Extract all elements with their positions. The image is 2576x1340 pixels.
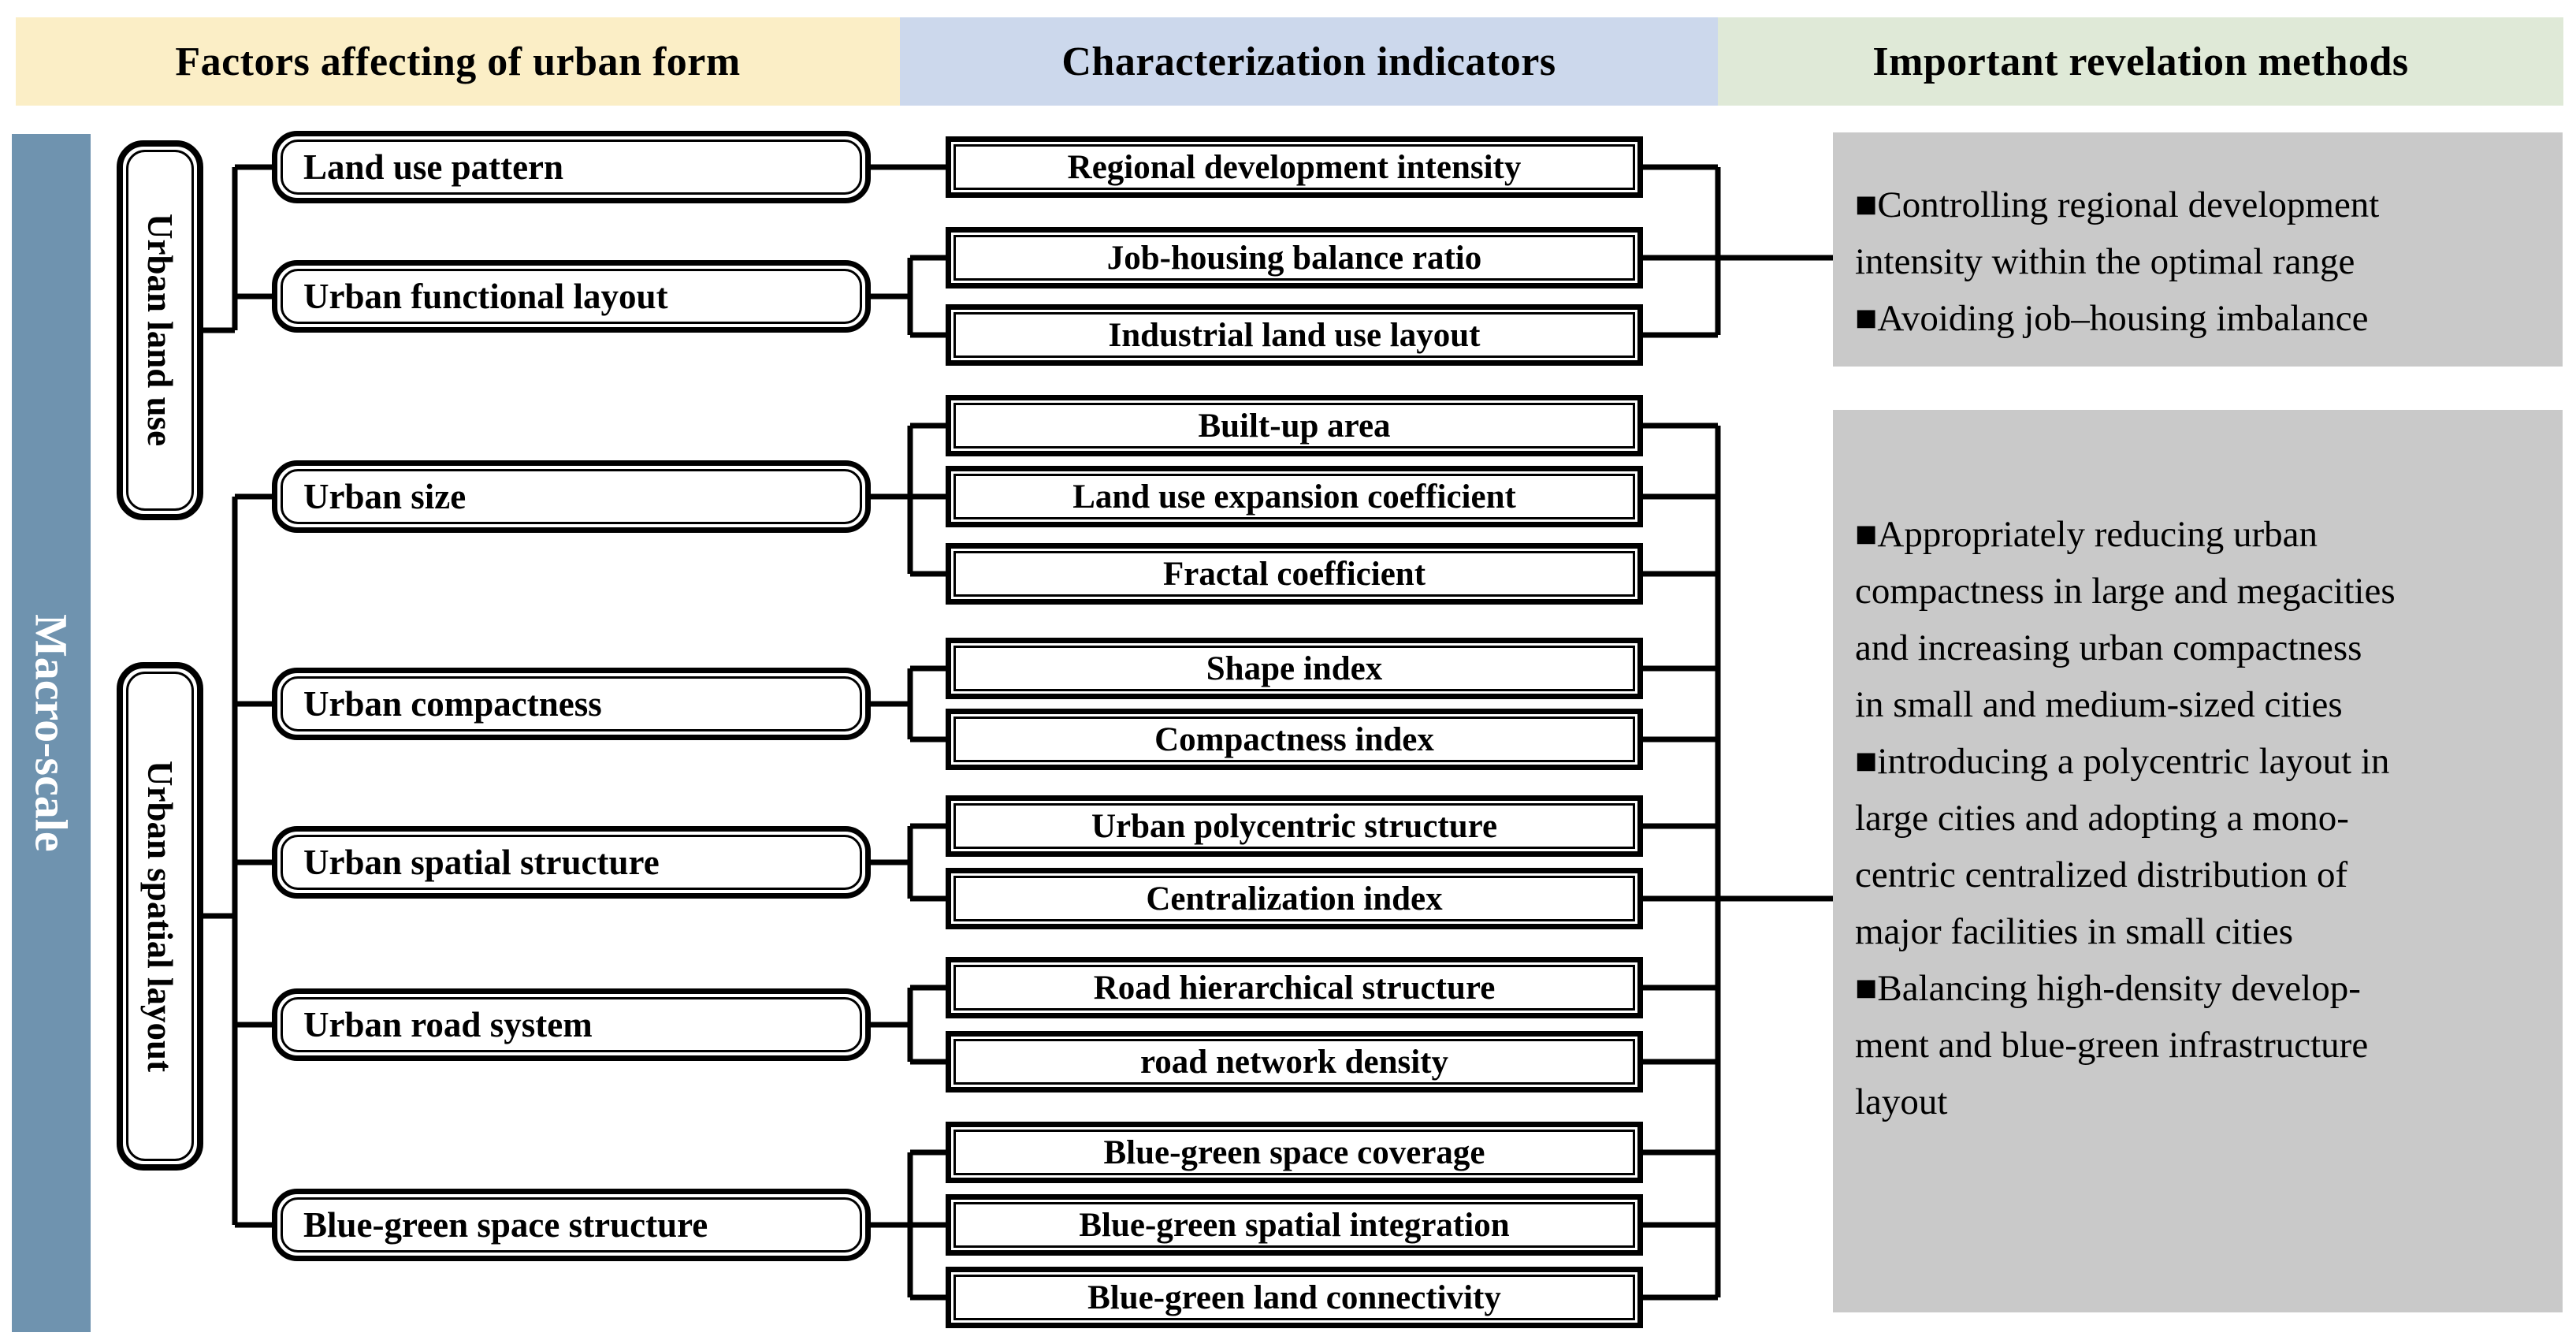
indicator-box-blue-green-space-coverage: Blue-green space coverage xyxy=(946,1122,1643,1183)
indicator-label: Fractal coefficient xyxy=(953,551,1635,597)
factor-label: Urban compactness xyxy=(281,676,862,731)
indicator-box-blue-green-land-connectivity: Blue-green land connectivity xyxy=(946,1267,1643,1328)
indicator-label: Land use expansion coefficient xyxy=(953,474,1635,519)
indicator-label: Compactness index xyxy=(953,717,1635,762)
indicator-box-shape-index: Shape index xyxy=(946,638,1643,699)
group-label: Urban spatial layout xyxy=(140,760,180,1073)
indicator-label: Road hierarchical structure xyxy=(953,965,1635,1011)
method-text-line: major facilities in small cities xyxy=(1855,911,2294,952)
indicator-box-industrial-land-use-layout: Industrial land use layout xyxy=(946,304,1643,366)
indicator-box-job-housing-balance-ratio: Job-housing balance ratio xyxy=(946,227,1643,288)
indicator-box-compactness-index: Compactness index xyxy=(946,709,1643,770)
factor-box-blue-green-space-structure: Blue-green space structure xyxy=(272,1189,871,1261)
indicator-label: Centralization index xyxy=(953,876,1635,921)
factor-label: Land use pattern xyxy=(281,140,862,195)
indicator-label: Urban polycentric structure xyxy=(953,803,1635,849)
indicator-box-urban-polycentric-structure: Urban polycentric structure xyxy=(946,795,1643,857)
indicator-box-land-use-expansion-coefficient: Land use expansion coefficient xyxy=(946,466,1643,527)
indicator-box-fractal-coefficient: Fractal coefficient xyxy=(946,543,1643,605)
factor-box-land-use-pattern: Land use pattern xyxy=(272,131,871,203)
factor-label: Urban spatial structure xyxy=(281,835,862,890)
indicator-box-centralization-index: Centralization index xyxy=(946,868,1643,929)
indicator-label: Job-housing balance ratio xyxy=(953,235,1635,281)
method-text-line: ■Controlling regional development xyxy=(1855,184,2380,225)
factor-box-urban-compactness: Urban compactness xyxy=(272,668,871,740)
method-text-line: ■Avoiding job–housing imbalance xyxy=(1855,298,2369,339)
methods-panel-2: ■Appropriately reducing urban compactnes… xyxy=(1833,410,2563,1312)
indicator-label: Shape index xyxy=(953,646,1635,691)
method-text-line: compactness in large and megacities xyxy=(1855,571,2396,612)
indicator-label: Industrial land use layout xyxy=(953,312,1635,358)
method-text-line: centric centralized distribution of xyxy=(1855,854,2348,895)
method-text-line: layout xyxy=(1855,1081,1948,1122)
method-text-line: ment and blue-green infrastructure xyxy=(1855,1025,2369,1066)
factor-label: Urban functional layout xyxy=(281,269,862,324)
method-text-line: large cities and adopting a mono- xyxy=(1855,798,2349,839)
factor-box-urban-size: Urban size xyxy=(272,460,871,533)
indicator-label: Built-up area xyxy=(953,403,1635,449)
indicator-box-road-network-density: road network density xyxy=(946,1031,1643,1092)
factor-label: Urban road system xyxy=(281,997,862,1052)
method-text-line: and increasing urban compactness xyxy=(1855,627,2362,668)
indicator-label: Blue-green land connectivity xyxy=(953,1275,1635,1320)
group-box-urban-spatial-layout: Urban spatial layout xyxy=(117,662,203,1171)
factor-box-urban-functional-layout: Urban functional layout xyxy=(272,260,871,333)
macro-scale-label: Macro-scale xyxy=(25,614,77,852)
method-text-line: ■introducing a polycentric layout in xyxy=(1855,741,2390,782)
method-text-line: ■Appropriately reducing urban xyxy=(1855,514,2318,555)
method-text-line: in small and medium-sized cities xyxy=(1855,684,2343,725)
indicator-box-road-hierarchical-structure: Road hierarchical structure xyxy=(946,957,1643,1018)
indicator-label: road network density xyxy=(953,1039,1635,1085)
method-text-line: ■Balancing high-density develop- xyxy=(1855,968,2361,1009)
indicator-box-regional-development-intensity: Regional development intensity xyxy=(946,136,1643,198)
factor-label: Urban size xyxy=(281,469,862,524)
factor-box-urban-spatial-structure: Urban spatial structure xyxy=(272,826,871,899)
header-indicators: Characterization indicators xyxy=(900,17,1718,106)
indicator-box-built-up-area: Built-up area xyxy=(946,395,1643,456)
indicator-label: Regional development intensity xyxy=(953,144,1635,190)
header-factors: Factors affecting of urban form xyxy=(16,17,900,106)
group-label: Urban land use xyxy=(140,214,180,447)
factor-box-urban-road-system: Urban road system xyxy=(272,988,871,1061)
methods-panel-1: ■Controlling regional development intens… xyxy=(1833,132,2563,367)
indicator-box-blue-green-spatial-integration: Blue-green spatial integration xyxy=(946,1194,1643,1256)
group-box-urban-land-use: Urban land use xyxy=(117,140,203,520)
macro-scale-bar: Macro-scale xyxy=(12,134,91,1332)
indicator-label: Blue-green spatial integration xyxy=(953,1202,1635,1248)
header-methods: Important revelation methods xyxy=(1718,17,2563,106)
method-text-line: intensity within the optimal range xyxy=(1855,241,2355,282)
indicator-label: Blue-green space coverage xyxy=(953,1130,1635,1175)
factor-label: Blue-green space structure xyxy=(281,1197,862,1253)
